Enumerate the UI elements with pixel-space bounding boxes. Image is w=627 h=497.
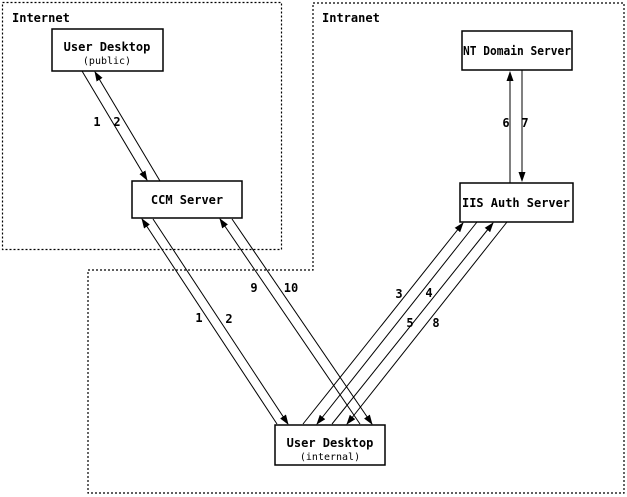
node-ccm-server-label: CCM Server <box>151 193 223 207</box>
node-nt-domain-server-label: NT Domain Server <box>463 44 571 58</box>
node-user-desktop-public: User Desktop (public) <box>51 28 164 72</box>
edge-line-5 <box>331 222 494 425</box>
node-ccm-server-box <box>131 180 243 219</box>
edge-line-8 <box>346 221 508 425</box>
edge-label-1-internal: 1 <box>195 311 202 325</box>
edge-1-user-desktop-public-to-ccm-server: 1 <box>81 70 148 181</box>
node-iis-auth-server-label: IIS Auth Server <box>462 196 570 210</box>
node-user-desktop-internal-box <box>274 424 386 466</box>
edge-label-2-internal: 2 <box>225 312 232 326</box>
edge-line-2-internal <box>152 218 289 425</box>
node-user-desktop-internal-sublabel: (internal) <box>300 452 360 463</box>
region-internet-border <box>1 1 283 251</box>
edge-2-ccm-server-to-user-desktop-public: 2 <box>94 71 161 182</box>
edge-line-2-public <box>94 71 161 182</box>
edge-7-nt-domain-server-to-iis-auth-server: 7 <box>518 70 529 182</box>
edge-label-8: 8 <box>432 316 439 330</box>
edge-10-ccm-server-to-user-desktop-internal: 10 <box>231 218 373 425</box>
node-iis-auth-server: IIS Auth Server <box>459 182 574 223</box>
node-user-desktop-public-sublabel: (public) <box>83 56 131 67</box>
node-nt-domain-server: NT Domain Server <box>461 30 573 71</box>
edge-line-9 <box>219 218 361 425</box>
node-user-desktop-internal: User Desktop (internal) <box>274 424 386 466</box>
edge-label-5: 5 <box>406 316 413 330</box>
edge-label-1-public: 1 <box>93 115 100 129</box>
edge-label-3: 3 <box>395 287 402 301</box>
edge-1-user-desktop-internal-to-ccm-server: 1 <box>141 218 278 425</box>
edge-line-4 <box>316 221 478 425</box>
edge-label-10: 10 <box>284 281 298 295</box>
edge-5-user-desktop-internal-to-iis-auth-server: 5 <box>331 222 494 425</box>
edge-8-iis-auth-server-to-user-desktop-internal: 8 <box>346 221 508 425</box>
node-user-desktop-internal-label: User Desktop <box>287 436 374 450</box>
region-intranet-border <box>87 2 625 494</box>
node-ccm-server: CCM Server <box>131 180 243 219</box>
edge-label-2-public: 2 <box>113 115 120 129</box>
edge-line-1-internal <box>141 218 278 425</box>
region-intranet-label: Intranet <box>322 11 380 25</box>
region-internet-label: Internet <box>12 11 70 25</box>
edge-label-9: 9 <box>250 281 257 295</box>
edge-9-user-desktop-internal-to-ccm-server: 9 <box>219 218 361 425</box>
edge-label-6: 6 <box>502 116 509 130</box>
edge-line-3 <box>302 222 464 425</box>
edge-label-7: 7 <box>521 116 528 130</box>
node-nt-domain-server-box <box>461 30 573 71</box>
edge-3-user-desktop-internal-to-iis-auth-server: 3 <box>302 222 464 425</box>
edge-4-iis-auth-server-to-user-desktop-internal: 4 <box>316 221 478 425</box>
edge-6-iis-auth-server-to-nt-domain-server: 6 <box>502 71 514 183</box>
edge-line-1-public <box>81 70 148 181</box>
edge-line-10 <box>231 218 373 425</box>
node-user-desktop-public-label: User Desktop <box>64 40 151 54</box>
edge-label-4: 4 <box>425 286 432 300</box>
edge-2-ccm-server-to-user-desktop-internal: 2 <box>152 218 289 425</box>
node-user-desktop-public-box <box>51 28 164 72</box>
node-iis-auth-server-box <box>459 182 574 223</box>
